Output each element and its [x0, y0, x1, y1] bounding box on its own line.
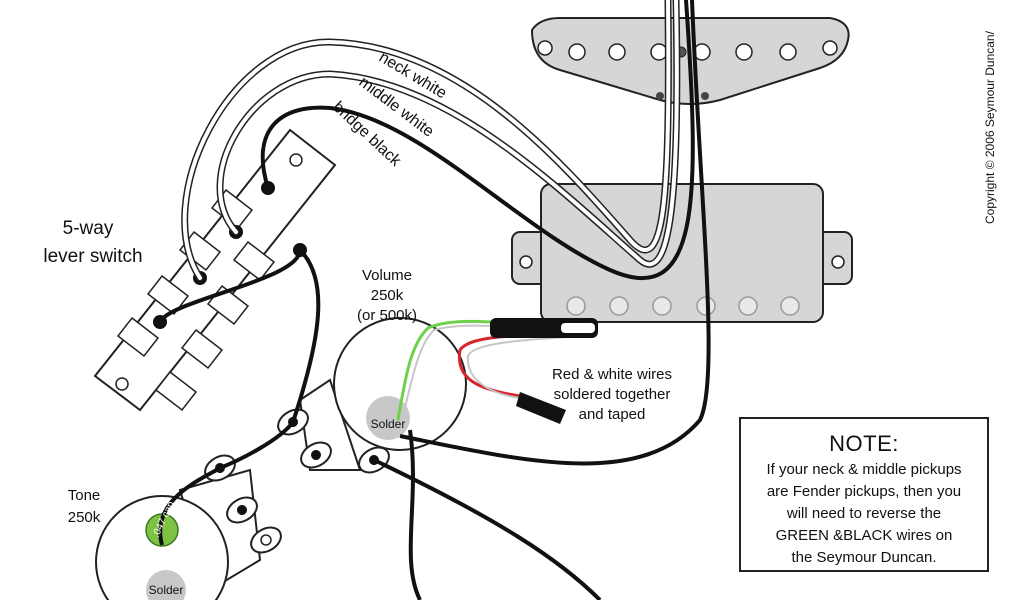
note-body: If your neck & middle pickups are Fender…: [741, 459, 987, 569]
note-line: the Seymour Duncan.: [791, 549, 937, 566]
lever-switch: [93, 128, 337, 412]
joined-wires-line1: Red & white wires: [552, 366, 672, 383]
note-line: If your neck & middle pickups: [766, 461, 962, 478]
volume-label-line2: 250k: [371, 287, 404, 304]
note-line: are Fender pickups, then you: [766, 483, 962, 500]
note-box: NOTE: If your neck & middle pickups are …: [739, 417, 989, 572]
humbucker-pickup: [511, 183, 853, 323]
volume-solder-label: Solder: [371, 417, 406, 431]
wire-bridge-black: [260, 0, 695, 281]
tone-solder-label: Solder: [149, 583, 184, 597]
switch-label-line2: lever switch: [43, 246, 142, 267]
tone-label-line1: Tone: [68, 487, 101, 504]
switch-label-line1: 5-way: [63, 218, 114, 239]
wire-neck-white: [181, 0, 672, 282]
note-title: NOTE:: [829, 431, 899, 456]
wire-middle-white: [216, 0, 681, 268]
note-line: will need to reverse the: [786, 505, 942, 522]
wire-volume-to-tone: [219, 420, 295, 470]
wire-output: [373, 458, 602, 600]
joined-wires-line2: soldered together: [554, 386, 671, 403]
wire-ground-down: [408, 429, 422, 600]
wire-switch-common: [158, 245, 321, 423]
tone-pot: [95, 454, 282, 600]
joined-wires-line3: and taped: [579, 406, 646, 423]
tone-label-line2: 250k: [68, 509, 101, 526]
copyright-text: Copyright © 2006 Seymour Duncan/: [983, 30, 997, 224]
note-line: GREEN &BLACK wires on: [775, 527, 953, 544]
humbucker-leads: [396, 318, 598, 424]
wire-tone-cap: [158, 466, 222, 546]
wire-humbucker-ground: [399, 0, 711, 466]
volume-label-line3: (or 500k): [357, 307, 417, 324]
volume-pot: [277, 317, 467, 474]
volume-label-line1: Volume: [362, 267, 412, 284]
